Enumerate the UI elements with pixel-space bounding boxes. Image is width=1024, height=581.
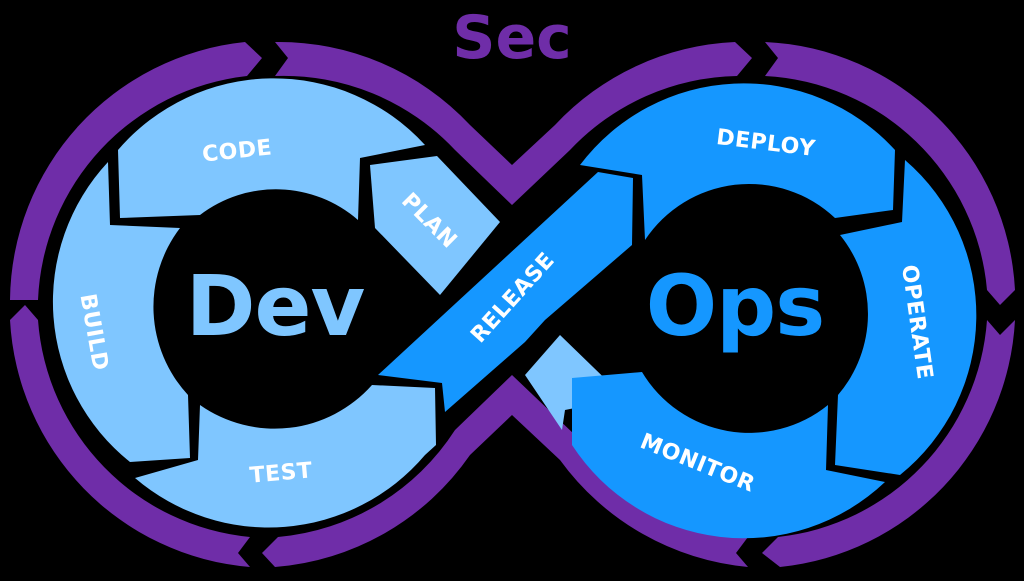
ops-label: Ops — [646, 257, 825, 355]
segment-test[interactable] — [135, 385, 436, 528]
sec-arrow-bottom-right — [762, 320, 1015, 567]
sec-arrow-bottom-left — [10, 305, 250, 567]
sec-arrow-bottom-center-left — [262, 375, 512, 567]
segment-build[interactable] — [52, 162, 190, 462]
sec-arrow-top-center-right — [512, 42, 752, 205]
security-ring — [10, 41, 1015, 567]
sec-arrow-bottom-center-right — [512, 375, 748, 567]
dev-label: Dev — [186, 257, 365, 355]
segment-deploy[interactable] — [580, 83, 895, 240]
segment-code[interactable] — [118, 78, 425, 220]
sec-arrow-top-left — [10, 42, 262, 300]
ops-loop — [378, 83, 977, 539]
segment-monitor[interactable] — [572, 372, 885, 539]
label-test: TEST — [249, 458, 314, 488]
sec-arrow-top-right — [765, 42, 1015, 305]
segment-release[interactable] — [378, 172, 633, 412]
sec-arrow-top-center-left — [275, 41, 512, 205]
dev-loop — [52, 78, 625, 528]
segment-operate[interactable] — [835, 160, 977, 475]
sec-title: Sec — [452, 3, 571, 73]
segment-plan[interactable] — [370, 156, 500, 295]
